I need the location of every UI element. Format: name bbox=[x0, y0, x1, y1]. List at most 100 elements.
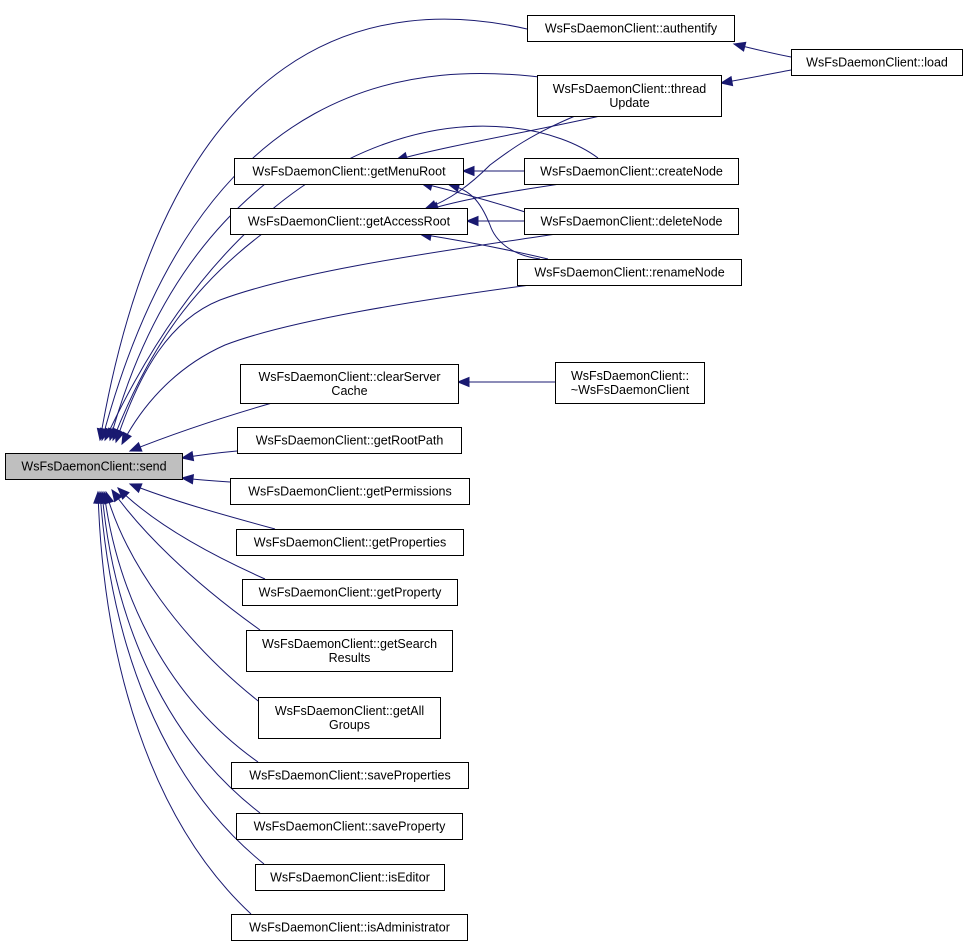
arrowhead-icon bbox=[456, 376, 470, 388]
node-label: WsFsDaemonClient::getAccessRoot bbox=[248, 215, 451, 229]
node-box[interactable] bbox=[791, 49, 963, 76]
edge-renameNode-to-getAccessRoot bbox=[418, 230, 549, 260]
node-renameNode[interactable]: WsFsDaemonClient::renameNode bbox=[517, 259, 742, 286]
arrowhead-icon bbox=[128, 483, 143, 494]
edge-saveProperties-to-send bbox=[100, 490, 259, 763]
edge-line bbox=[395, 115, 601, 161]
node-label: WsFsDaemonClient::authentify bbox=[545, 22, 718, 36]
node-load[interactable]: WsFsDaemonClient::load bbox=[791, 49, 963, 76]
arrowhead-icon bbox=[719, 75, 734, 87]
node-isEditor[interactable]: WsFsDaemonClient::isEditor bbox=[255, 864, 445, 891]
edge-line bbox=[97, 491, 252, 915]
node-box[interactable] bbox=[524, 208, 739, 235]
node-box[interactable] bbox=[240, 364, 459, 404]
node-getRootPath[interactable]: WsFsDaemonClient::getRootPath bbox=[237, 427, 462, 454]
node-label: WsFsDaemonClient::getAll bbox=[275, 704, 424, 718]
arrowhead-icon bbox=[732, 41, 747, 52]
edge-deleteNode-to-send bbox=[114, 233, 557, 444]
node-getPermissions[interactable]: WsFsDaemonClient::getPermissions bbox=[230, 478, 470, 505]
node-box[interactable] bbox=[242, 579, 458, 606]
arrowhead-icon bbox=[128, 441, 143, 452]
node-createNode[interactable]: WsFsDaemonClient::createNode bbox=[524, 158, 739, 185]
edge-line bbox=[112, 233, 263, 441]
node-box[interactable] bbox=[231, 762, 469, 789]
edge-createNode-to-getAccessRoot bbox=[425, 183, 561, 212]
edge-line bbox=[419, 233, 549, 260]
node-label: WsFsDaemonClient::getProperty bbox=[259, 586, 442, 600]
edge-line bbox=[101, 72, 556, 441]
node-getProperty[interactable]: WsFsDaemonClient::getProperty bbox=[242, 579, 458, 606]
node-box[interactable] bbox=[236, 529, 464, 556]
edge-deleteNode-to-getAccessRoot bbox=[465, 215, 524, 227]
node-box[interactable] bbox=[258, 697, 441, 739]
edge-getAccessRoot-to-send bbox=[112, 233, 263, 442]
edge-line bbox=[121, 284, 531, 445]
edge-line bbox=[129, 483, 276, 530]
edge-line bbox=[115, 233, 557, 443]
edge-clearServerCache-to-send bbox=[128, 402, 273, 452]
node-label: WsFsDaemonClient::getPermissions bbox=[248, 485, 452, 499]
node-label: WsFsDaemonClient::clearServer bbox=[259, 370, 441, 384]
node-box[interactable] bbox=[231, 914, 468, 941]
node-send[interactable]: WsFsDaemonClient::send bbox=[5, 453, 183, 480]
node-getAccessRoot[interactable]: WsFsDaemonClient::getAccessRoot bbox=[230, 208, 468, 235]
edge-line bbox=[101, 491, 261, 814]
node-box[interactable] bbox=[234, 158, 464, 185]
node-box[interactable] bbox=[524, 158, 739, 185]
arrowhead-icon bbox=[180, 474, 195, 485]
edge-getProperties-to-send bbox=[128, 483, 276, 530]
edge-threadUpdate-to-getMenuRoot bbox=[394, 115, 601, 162]
node-label: WsFsDaemonClient::load bbox=[806, 56, 948, 70]
edge-line bbox=[426, 183, 561, 211]
node-saveProperties[interactable]: WsFsDaemonClient::saveProperties bbox=[231, 762, 469, 789]
node-box[interactable] bbox=[246, 630, 453, 672]
edge-createNode-to-getMenuRoot bbox=[461, 165, 525, 177]
node-box[interactable] bbox=[255, 864, 445, 891]
node-box[interactable] bbox=[555, 362, 705, 404]
node-box[interactable] bbox=[237, 427, 462, 454]
edge-load-to-threadUpdate bbox=[719, 69, 792, 87]
arrowhead-icon bbox=[461, 165, 475, 177]
node-saveProperty[interactable]: WsFsDaemonClient::saveProperty bbox=[236, 813, 463, 840]
node-label: ~WsFsDaemonClient bbox=[571, 383, 690, 397]
node-isAdministrator[interactable]: WsFsDaemonClient::isAdministrator bbox=[231, 914, 468, 941]
node-box[interactable] bbox=[230, 478, 470, 505]
node-box[interactable] bbox=[5, 453, 183, 480]
node-label: WsFsDaemonClient::thread bbox=[553, 82, 707, 96]
arrowhead-icon bbox=[180, 450, 195, 462]
node-label: Results bbox=[329, 651, 371, 665]
node-box[interactable] bbox=[537, 75, 722, 117]
node-box[interactable] bbox=[517, 259, 742, 286]
edge-getAllGroups-to-send bbox=[104, 490, 263, 705]
node-label: WsFsDaemonClient::getProperties bbox=[254, 536, 446, 550]
node-deleteNode[interactable]: WsFsDaemonClient::deleteNode bbox=[524, 208, 739, 235]
node-box[interactable] bbox=[236, 813, 463, 840]
nodes-layer: WsFsDaemonClient::sendWsFsDaemonClient::… bbox=[5, 15, 963, 941]
edge-line bbox=[105, 491, 263, 705]
node-destructor[interactable]: WsFsDaemonClient::~WsFsDaemonClient bbox=[555, 362, 705, 404]
node-authentify[interactable]: WsFsDaemonClient::authentify bbox=[527, 15, 735, 42]
edge-isAdministrator-to-send bbox=[93, 490, 252, 915]
node-box[interactable] bbox=[230, 208, 468, 235]
arrowhead-icon bbox=[111, 488, 123, 503]
node-box[interactable] bbox=[527, 15, 735, 42]
node-label: WsFsDaemonClient::isAdministrator bbox=[249, 921, 450, 935]
node-label: WsFsDaemonClient::send bbox=[21, 460, 166, 474]
node-label: WsFsDaemonClient::saveProperty bbox=[254, 820, 446, 834]
node-label: WsFsDaemonClient:: bbox=[571, 369, 689, 383]
node-label: WsFsDaemonClient::saveProperties bbox=[249, 769, 450, 783]
arrowhead-icon bbox=[465, 215, 479, 227]
node-label: Cache bbox=[331, 384, 367, 398]
edge-line bbox=[111, 489, 261, 631]
arrowhead-icon bbox=[117, 487, 130, 500]
node-getProperties[interactable]: WsFsDaemonClient::getProperties bbox=[236, 529, 464, 556]
node-label: Groups bbox=[329, 718, 370, 732]
node-getMenuRoot[interactable]: WsFsDaemonClient::getMenuRoot bbox=[234, 158, 464, 185]
edge-line bbox=[447, 183, 541, 260]
node-label: WsFsDaemonClient::createNode bbox=[540, 165, 723, 179]
